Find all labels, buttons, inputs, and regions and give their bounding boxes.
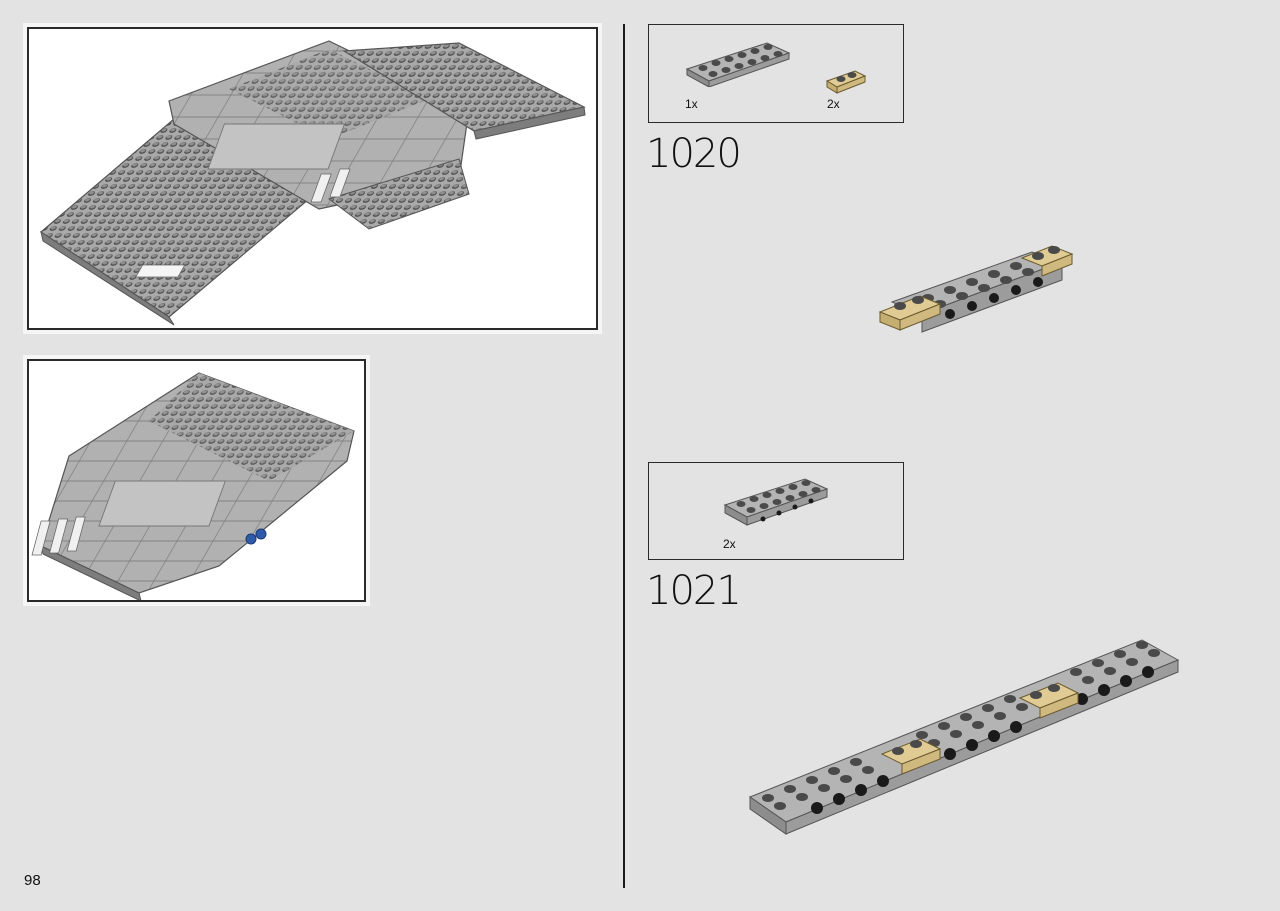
hull-plate-illustration: [40, 40, 586, 326]
page-divider: [623, 24, 625, 888]
part-plate-2x6-gray: [685, 42, 791, 87]
parts-callout-1021: 2x: [648, 462, 904, 560]
assembly-view-underside: [27, 359, 366, 602]
parts-callout-1020: 1x 2x: [648, 24, 904, 123]
part-qty: 2x: [723, 537, 736, 551]
part-qty: 1x: [685, 97, 698, 111]
part-plate-1x2-tan: [825, 70, 867, 94]
assembly-view-top: [27, 27, 598, 330]
part-technic-plate-2x6-gray: [723, 478, 829, 526]
step-number: 1020: [646, 131, 742, 177]
page-number: 98: [24, 872, 41, 889]
hull-plate-underside-illustration: [31, 372, 355, 600]
part-qty: 2x: [827, 97, 840, 111]
step-number: 1021: [646, 568, 742, 614]
build-step-1021-illustration: [748, 639, 1180, 835]
build-step-1020-illustration: [878, 245, 1074, 333]
